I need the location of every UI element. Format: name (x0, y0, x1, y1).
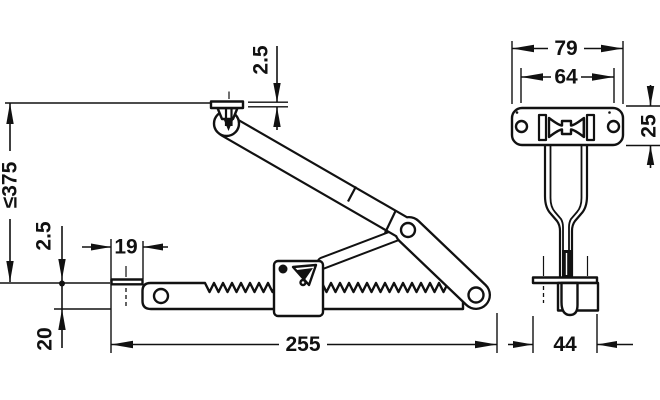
screw-hole-left (514, 119, 529, 134)
dim-foot-width: 44 (553, 333, 577, 356)
arrowhead (475, 340, 497, 349)
dim-flange-thickness: 2.5 (33, 221, 56, 251)
screw-hole-right (606, 119, 621, 134)
front-view (510, 106, 625, 317)
dim-base-offset: 20 (34, 327, 57, 350)
arrowhead (91, 243, 111, 251)
arrowhead (111, 340, 133, 349)
arrowhead (58, 309, 66, 330)
dim-overall-length: 255 (285, 333, 320, 356)
arrowhead (58, 259, 66, 280)
arrowhead (592, 73, 614, 81)
dimension-annotations: ≤375 2.5 2.5 20 19 255 79 (0, 37, 660, 356)
dim-front-plate-width: 79 (554, 37, 577, 60)
arrowhead (6, 261, 14, 282)
top-mounting-plate (209, 100, 245, 110)
dim-hole-spacing: 64 (554, 66, 578, 89)
arrowhead (273, 83, 281, 103)
foot-hook (560, 281, 579, 317)
dim-max-height: ≤375 (0, 161, 22, 208)
dim-top-plate-thickness: 2.5 (250, 45, 273, 75)
arrowhead (513, 341, 533, 348)
top-bracket-neck (216, 106, 239, 121)
boss-wedge (223, 119, 234, 131)
dimension-dot (59, 280, 65, 287)
arrowhead (646, 86, 655, 106)
arm-tick-1 (347, 185, 357, 203)
arrowhead (6, 103, 14, 124)
latch-pin (299, 278, 307, 287)
spool-end-left (537, 113, 548, 142)
stem-outer-left (543, 145, 562, 277)
arrowhead (273, 106, 281, 127)
support-link-fill (318, 226, 412, 268)
rack-pivot-hole (152, 287, 170, 305)
housing-stud (278, 264, 288, 274)
arrowhead (512, 44, 534, 53)
stem-outer-right (570, 145, 589, 277)
dim-flange-width: 19 (114, 236, 137, 259)
release-latch-arrow (297, 268, 313, 281)
arm-tick-2 (384, 209, 397, 234)
arrowhead (521, 73, 543, 81)
arrowhead (597, 341, 617, 348)
stem-inner-left (549, 145, 564, 277)
dim-front-plate-height: 25 (638, 114, 660, 138)
plate-mark-right (608, 111, 611, 114)
side-view (110, 91, 491, 318)
plate-mark-left (515, 111, 519, 114)
arrowhead (143, 243, 163, 251)
arrowhead (646, 145, 655, 165)
stem-inner-right (568, 145, 583, 277)
roller-spool (547, 116, 586, 139)
arm-head (396, 218, 489, 308)
arm-end-pivot-hole (467, 286, 485, 304)
spool-end-right (585, 113, 596, 142)
main-arm (217, 116, 419, 241)
arrowhead (601, 44, 623, 53)
link-pivot-hole (399, 221, 417, 239)
base-flange (110, 278, 144, 286)
